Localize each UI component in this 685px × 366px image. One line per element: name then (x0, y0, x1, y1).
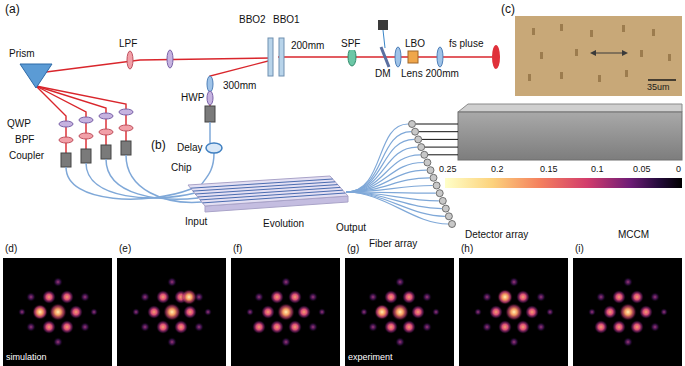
panel-label: (h) (460, 243, 474, 255)
fs-pulse (492, 45, 500, 69)
panel-caption: simulation (5, 352, 48, 363)
component-label: QWP (6, 118, 32, 130)
component-label: Detector array (464, 229, 529, 241)
component-label: Lens 200mm (400, 68, 460, 80)
panel-label: (c) (500, 2, 516, 16)
beam-dump (378, 20, 388, 30)
colorbar-tick: 0.05 (632, 164, 652, 175)
lens (437, 47, 443, 67)
colorbar-tick: 0.15 (539, 164, 559, 175)
heatmap-panels (3, 258, 682, 366)
spf-filter (348, 48, 356, 66)
component-label: Chip (170, 162, 193, 174)
panel-caption: experiment (347, 352, 394, 363)
lpf-filter (127, 51, 133, 69)
colorbar (445, 178, 682, 188)
component-label: fs pluse (448, 38, 484, 50)
coupling-optics (59, 109, 133, 167)
colorbar-tick: 0.2 (490, 164, 505, 175)
panel-label: (a) (4, 2, 21, 16)
panel-label: (g) (346, 243, 360, 255)
dichroic-mirror (381, 47, 389, 67)
dimension-label: 300mm (222, 80, 257, 92)
panel-label: (d) (4, 243, 18, 255)
component-label: Fiber array (368, 238, 418, 250)
section-label: Output (335, 222, 367, 234)
section-label: Input (184, 216, 208, 228)
colorbar-tick: 0.25 (438, 164, 458, 175)
beam-path (383, 30, 385, 48)
panel-label: (e) (118, 243, 132, 255)
component-label: DM (374, 68, 392, 80)
prism (20, 64, 52, 88)
bbo-crystal (268, 38, 273, 76)
fiber-coupler (205, 106, 215, 122)
component-label: BPF (14, 134, 35, 146)
lens (207, 76, 213, 92)
component-label: MCCM (617, 229, 650, 241)
micrograph (515, 16, 682, 96)
panel-label: (i) (574, 243, 585, 255)
component-label: BBO1 (272, 14, 301, 26)
waveplate (167, 50, 173, 68)
mccm-module (416, 104, 682, 160)
photonic-chip (188, 176, 348, 212)
lbo-crystal (408, 51, 418, 63)
component-label: Coupler (8, 150, 45, 162)
component-label: Delay (176, 142, 204, 154)
scale-label: 35um (646, 82, 671, 93)
dimension-label: 200mm (290, 40, 325, 52)
beam-path (36, 57, 492, 153)
component-label: HWP (180, 92, 205, 104)
panel-label: (b) (150, 138, 167, 152)
panel-label: (f) (232, 243, 243, 255)
colorbar-tick: 0.1 (590, 164, 605, 175)
lens (395, 47, 401, 67)
bbo-crystal (279, 38, 284, 76)
component-label: LBO (404, 38, 426, 50)
section-label: Evolution (262, 218, 305, 230)
component-label: SPF (340, 38, 361, 50)
component-label: Prism (8, 48, 36, 60)
component-label: BBO2 (238, 14, 267, 26)
delay-line (206, 143, 222, 153)
half-wave-plate (207, 91, 213, 105)
colorbar-tick: 0 (675, 164, 682, 175)
component-label: LPF (118, 38, 138, 50)
